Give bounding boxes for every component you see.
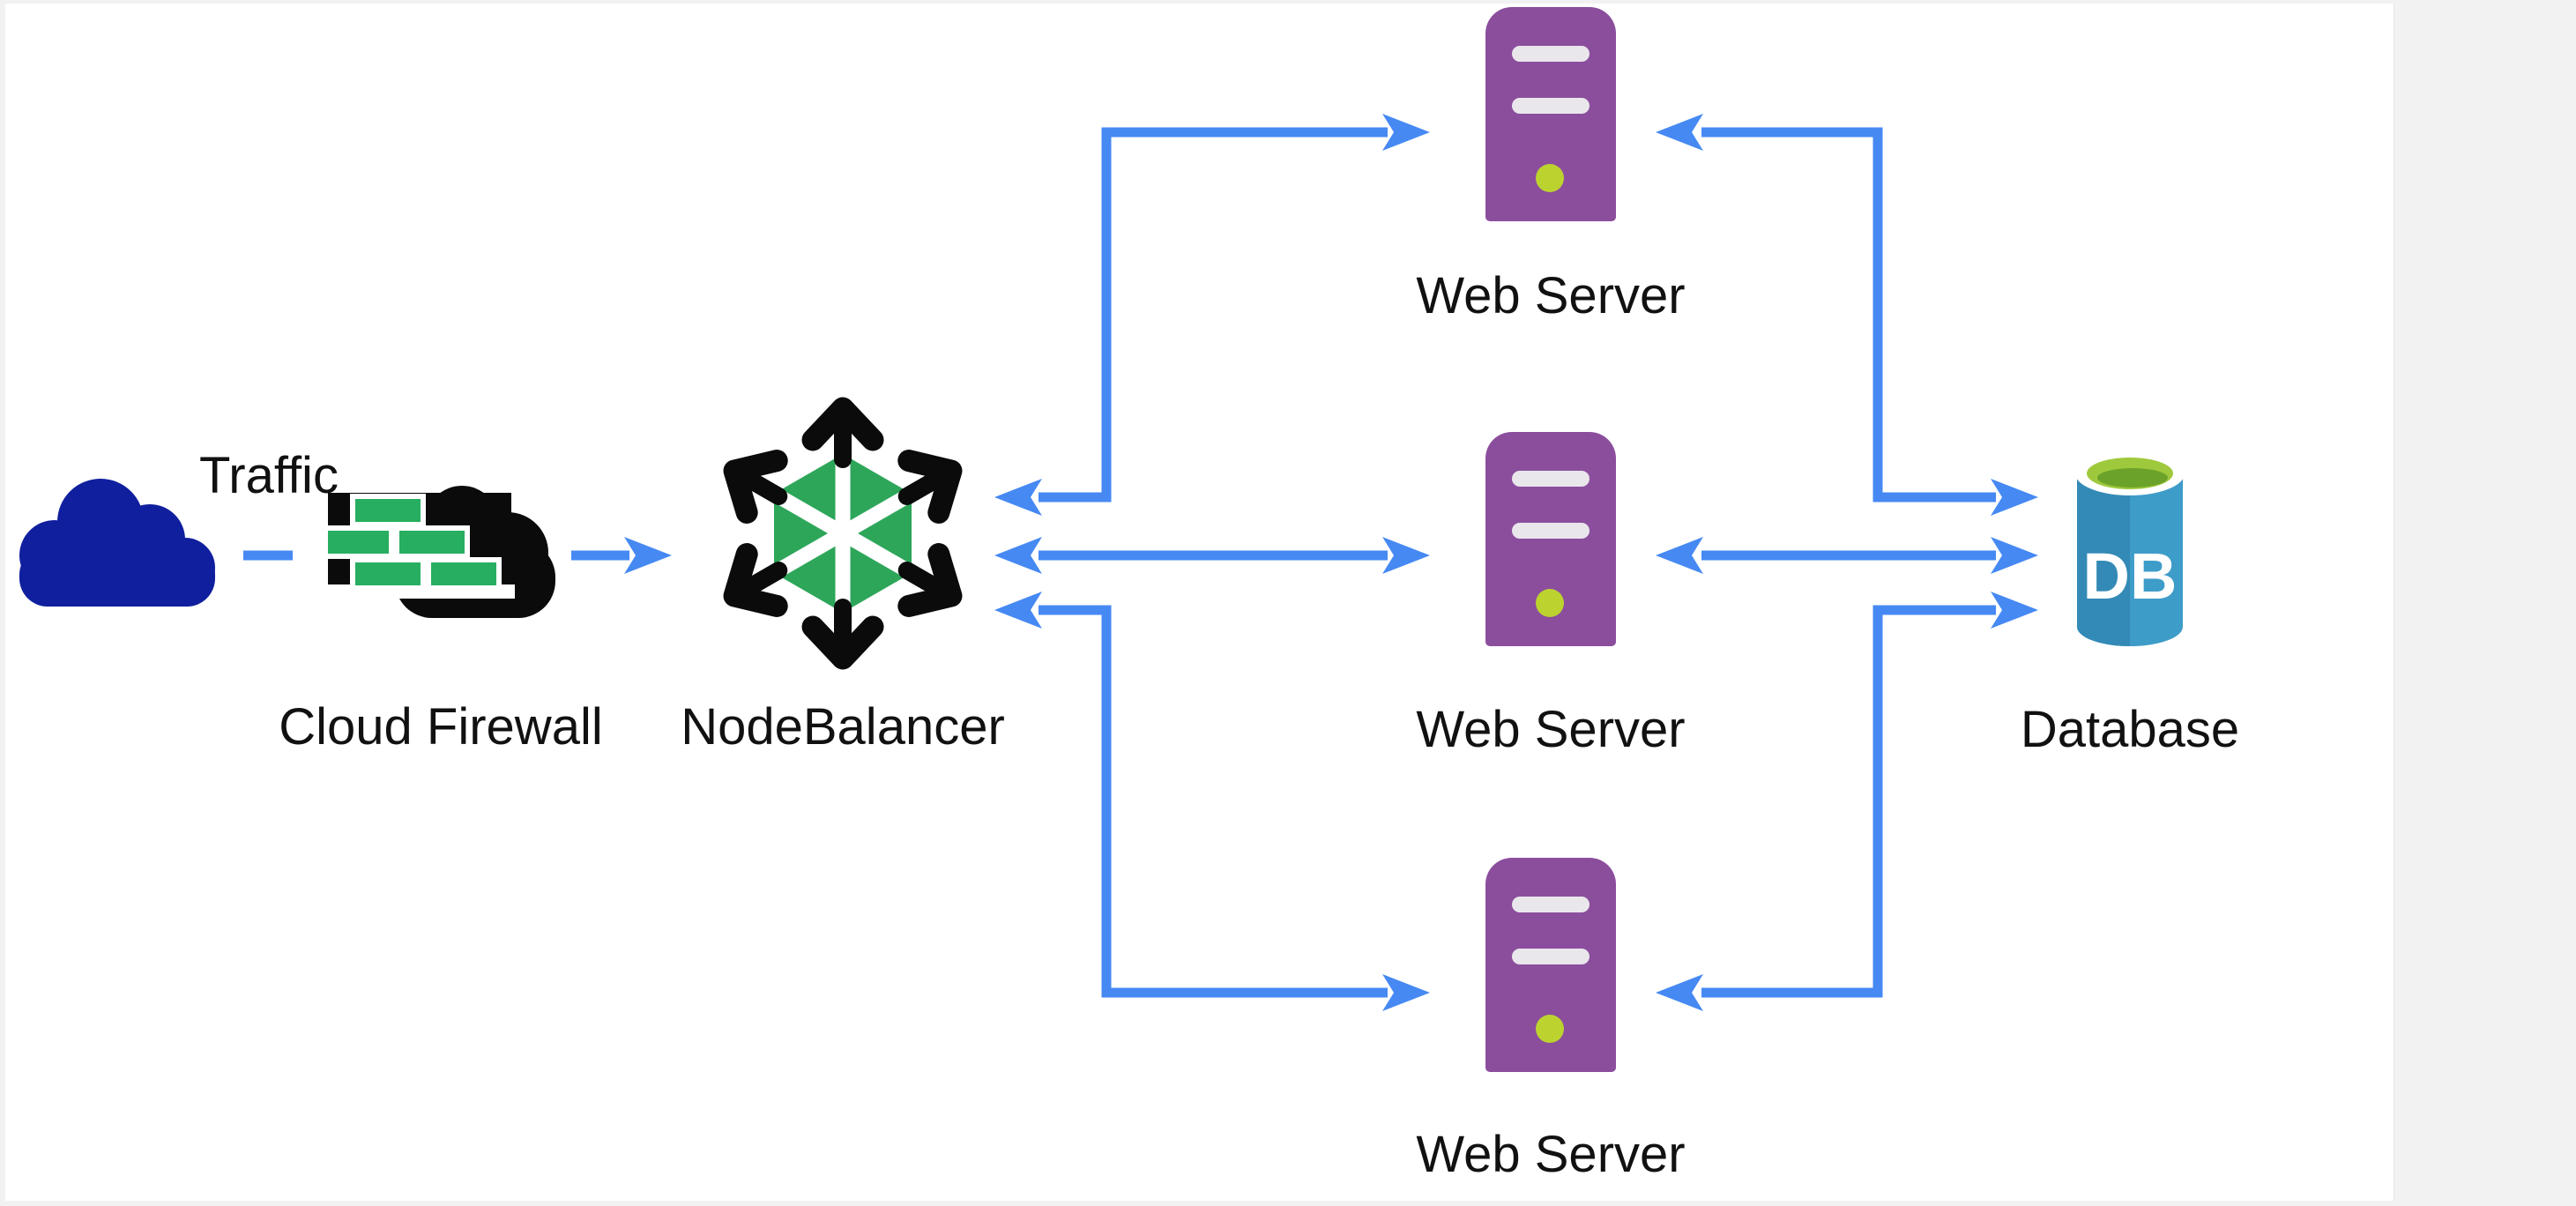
server-tower-icon [1485,858,1616,1072]
server-led [1536,1015,1564,1043]
traffic-label: Traffic [199,447,339,504]
database-cylinder-icon: DB [2075,451,2185,646]
server-slot [1512,46,1590,62]
cloud-firewall-label: Cloud Firewall [279,698,603,756]
server-tower-icon [1485,432,1616,646]
node-cloud-firewall [328,479,557,618]
firewall-cloud-icon [328,486,555,618]
server-slot [1512,471,1590,487]
nodebalancer-label: NodeBalancer [681,698,1005,756]
web-server-1-label: Web Server [1416,267,1686,324]
server-slot [1512,897,1590,912]
server-tower-icon [1485,7,1616,221]
server-led [1536,164,1564,192]
server-slot [1512,523,1590,539]
web-server-3-label: Web Server [1416,1126,1686,1183]
server-slot [1512,98,1590,114]
database-label: Database [2020,701,2240,758]
nodebalancer-icon [723,397,963,670]
db-badge: DB [2083,540,2178,613]
web-server-2-label: Web Server [1416,701,1686,758]
traffic-cloud-icon [19,479,215,607]
node-nodebalancer [714,394,972,673]
node-database: DB [2073,447,2186,657]
server-led [1536,589,1564,617]
node-traffic [9,474,223,607]
server-slot [1512,949,1590,964]
